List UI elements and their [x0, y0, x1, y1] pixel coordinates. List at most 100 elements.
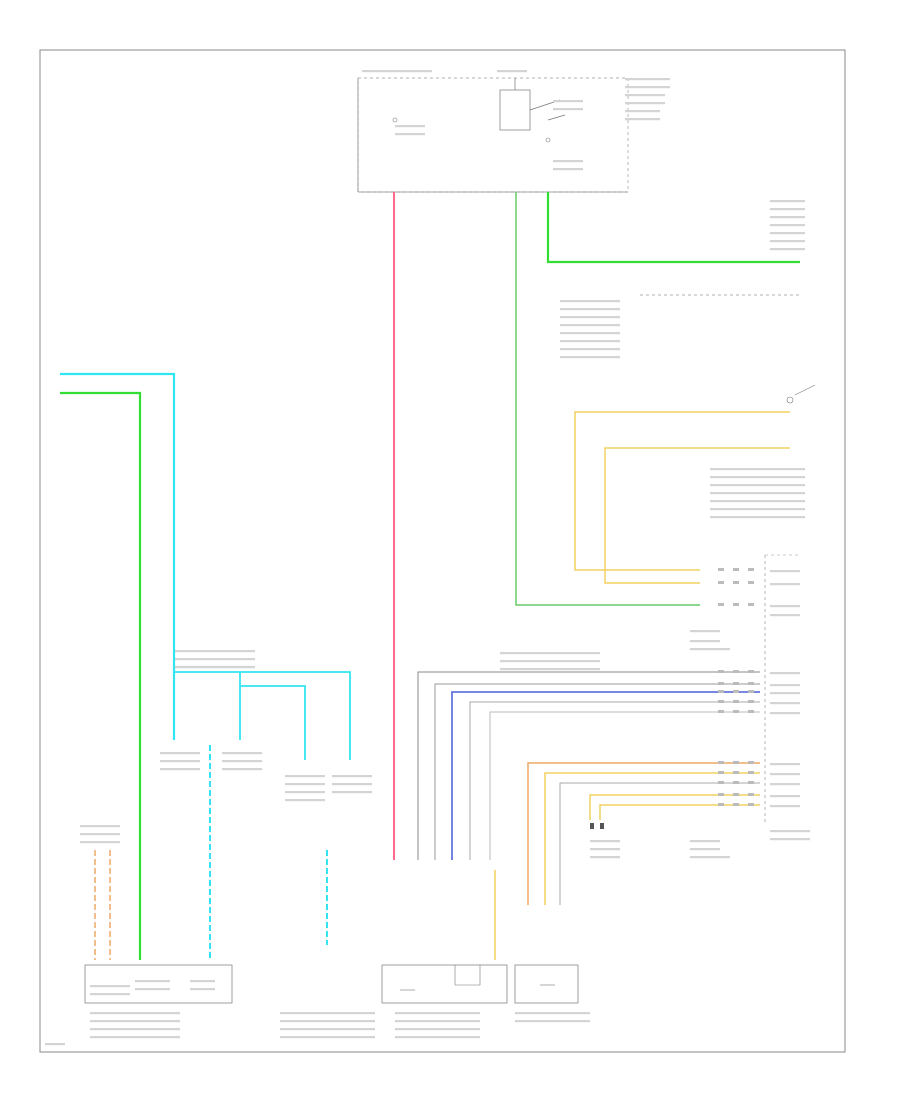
illegible-label — [222, 760, 262, 763]
pin-marker — [718, 710, 724, 713]
pin-marker — [718, 682, 724, 685]
illegible-label — [560, 340, 620, 343]
illegible-label — [625, 110, 660, 113]
illegible-label — [625, 94, 665, 97]
pin-marker — [733, 803, 739, 806]
coolant-sensor-symbol — [786, 384, 816, 404]
pin-marker — [718, 581, 724, 584]
pin-marker — [748, 700, 754, 703]
page-frame — [39, 49, 846, 1053]
illegible-label — [90, 1028, 180, 1031]
top-fuse-block — [357, 77, 629, 193]
illegible-label — [500, 652, 600, 655]
illegible-label — [625, 78, 670, 81]
module-center-box — [381, 964, 508, 1004]
illegible-label — [625, 86, 670, 89]
illegible-label — [560, 332, 620, 335]
illegible-label — [770, 240, 805, 243]
illegible-label — [90, 1036, 180, 1039]
illegible-label — [332, 783, 372, 786]
illegible-label — [45, 1043, 65, 1046]
illegible-label — [395, 1020, 480, 1023]
yellow-wires-upper — [574, 411, 790, 584]
illegible-label — [190, 988, 215, 991]
illegible-label — [395, 125, 425, 128]
ecm-harness-lower — [527, 762, 760, 905]
illegible-label — [770, 712, 800, 715]
illegible-label — [710, 516, 805, 519]
module-right-box — [514, 964, 579, 1004]
illegible-label — [710, 468, 805, 471]
illegible-label — [553, 160, 583, 163]
pin-marker — [718, 670, 724, 673]
ecm-right-box — [764, 554, 800, 825]
pin-marker — [748, 761, 754, 764]
illegible-label — [625, 118, 660, 121]
illegible-label — [770, 783, 800, 786]
pin-marker — [718, 603, 724, 606]
illegible-label — [500, 668, 600, 671]
illegible-label — [770, 838, 810, 841]
illegible-label — [285, 799, 325, 802]
pin-marker — [718, 803, 724, 806]
illegible-label — [560, 316, 620, 319]
illegible-label — [690, 640, 720, 643]
illegible-label — [770, 702, 800, 705]
illegible-label — [770, 684, 800, 687]
illegible-label — [560, 308, 620, 311]
illegible-label — [710, 500, 805, 503]
orange-wires-left — [94, 850, 111, 960]
pin-marker — [748, 771, 754, 774]
illegible-label — [395, 1012, 480, 1015]
illegible-label — [560, 324, 620, 327]
illegible-label — [690, 840, 720, 843]
illegible-label — [560, 300, 620, 303]
pin-marker — [733, 761, 739, 764]
illegible-label — [80, 833, 120, 836]
illegible-label — [332, 791, 372, 794]
illegible-label — [500, 660, 600, 663]
illegible-label — [710, 492, 805, 495]
illegible-label — [190, 980, 215, 983]
illegible-label — [135, 988, 170, 991]
pin-marker — [748, 710, 754, 713]
illegible-label — [770, 614, 800, 617]
illegible-label — [770, 224, 805, 227]
pin-marker — [733, 700, 739, 703]
illegible-label — [285, 791, 325, 794]
illegible-label — [590, 856, 620, 859]
light-green-wire — [515, 192, 700, 606]
illegible-label — [80, 841, 120, 844]
ecm-harness-upper — [417, 671, 760, 860]
illegible-label — [560, 348, 620, 351]
illegible-label — [515, 1012, 590, 1015]
illegible-label — [395, 1028, 480, 1031]
illegible-label — [395, 1036, 480, 1039]
illegible-label — [590, 848, 620, 851]
pin-marker — [733, 581, 739, 584]
illegible-label — [690, 648, 730, 651]
pin-marker — [748, 793, 754, 796]
illegible-label — [770, 692, 800, 695]
illegible-label — [770, 583, 800, 586]
module-internal-symbols — [400, 965, 555, 991]
pin-marker — [748, 670, 754, 673]
label-blocks — [45, 70, 810, 1046]
illegible-label — [710, 484, 805, 487]
illegible-label — [175, 666, 255, 669]
pin-marker — [748, 581, 754, 584]
illegible-label — [770, 216, 805, 219]
illegible-label — [135, 980, 170, 983]
illegible-label — [90, 985, 130, 988]
illegible-label — [553, 100, 583, 103]
illegible-label — [90, 1020, 180, 1023]
illegible-label — [160, 752, 200, 755]
module-left-box — [84, 964, 233, 1004]
illegible-label — [770, 763, 800, 766]
pin-marker — [748, 803, 754, 806]
pin-marker — [718, 771, 724, 774]
illegible-label — [332, 775, 372, 778]
green-wire-top-right — [546, 192, 800, 264]
illegible-label — [160, 760, 200, 763]
